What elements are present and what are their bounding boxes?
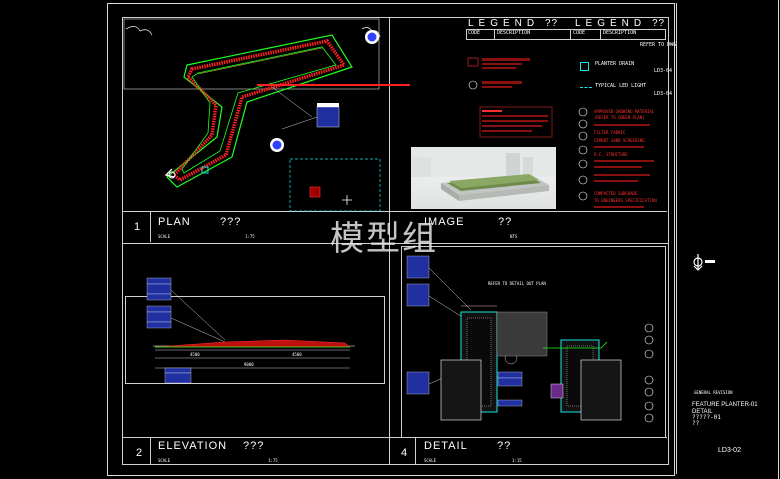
notes-filler bbox=[594, 124, 654, 208]
north-arrow-icon bbox=[693, 254, 715, 271]
watermark-text: 模型组 bbox=[330, 219, 438, 259]
title-bar-sep-1 bbox=[150, 212, 151, 242]
legend-notes-markers bbox=[578, 107, 588, 201]
note-5: R.C. STRUCTURE bbox=[594, 152, 628, 157]
legend-table-header bbox=[466, 29, 666, 40]
note-3: FILTER FABRIC bbox=[594, 130, 626, 135]
drawing-code: ?????-01 bbox=[692, 414, 721, 421]
plan-drawing bbox=[123, 18, 381, 212]
elevation-scale: 1:75 bbox=[268, 458, 278, 463]
elevation-dim-left: 4500 bbox=[190, 352, 200, 357]
legend-desc-header-right: DESCRIPTION bbox=[603, 30, 637, 36]
legend-desc-header-left: DESCRIPTION bbox=[497, 30, 531, 36]
plan-marks: ??? bbox=[220, 216, 242, 228]
legend-header-sep-1 bbox=[494, 29, 495, 39]
panel-grid-top bbox=[122, 17, 669, 244]
title-bar-sep-2 bbox=[150, 438, 151, 464]
panel-divider-vertical-top bbox=[389, 17, 390, 242]
planter-drain-label: PLANTER DRAIN bbox=[595, 61, 635, 67]
legend-code-header-right: CODE bbox=[573, 30, 586, 36]
plan-scale: 1:75 bbox=[245, 234, 255, 239]
drawing-title: FEATURE PLANTER-01 bbox=[692, 402, 758, 408]
right-border bbox=[778, 0, 779, 479]
note-4: CEMENT SAND SCREEDING bbox=[594, 138, 645, 143]
elevation-dim-right: 4500 bbox=[292, 352, 302, 357]
note-6: COMPACTED SUBGRADE bbox=[594, 191, 638, 196]
led-line-symbol bbox=[580, 87, 592, 89]
title-bar-line-top bbox=[122, 211, 667, 212]
note-2: (REFER TO GREEN PLAN) bbox=[594, 115, 645, 120]
elevation-dim-total: 9000 bbox=[244, 362, 254, 367]
elevation-scale-label: SCALE bbox=[158, 458, 171, 463]
sheet-number: LD3-02 bbox=[718, 447, 741, 454]
elevation-frame bbox=[125, 296, 385, 384]
drawing-subtitle: DETAIL bbox=[692, 409, 713, 415]
image-scale: NTS bbox=[510, 234, 518, 239]
title-bar-sep-4 bbox=[415, 438, 416, 464]
note-1: APPROVED GROWING MATERIAL bbox=[594, 109, 655, 114]
refer-to-dwg-label: REFER TO DWG bbox=[640, 42, 677, 48]
typical-led-label: TYPICAL LED LIGHT bbox=[595, 83, 647, 89]
title-strip-divider bbox=[676, 3, 677, 474]
legend-left-items bbox=[467, 57, 553, 138]
plan-scale-label: SCALE bbox=[158, 234, 171, 239]
title-bar-line-bottom bbox=[122, 437, 667, 438]
planter-drain-symbol bbox=[580, 62, 589, 71]
drawing-marks: ?? bbox=[692, 420, 700, 427]
detail-marks: ?? bbox=[497, 440, 512, 452]
elevation-marks: ??? bbox=[243, 440, 265, 452]
legend-title-right: LEGEND bbox=[575, 18, 647, 29]
elevation-title: ELEVATION bbox=[158, 440, 228, 452]
sheet-frame bbox=[107, 3, 675, 476]
legend-title-left: LEGEND bbox=[468, 18, 540, 29]
image-marks: ?? bbox=[498, 216, 513, 228]
detail-scale-label: SCALE bbox=[424, 458, 437, 463]
planter-drain-ref: LD3-04 bbox=[654, 68, 673, 74]
detail-scale: 1:15 bbox=[512, 458, 522, 463]
legend-marks-right: ?? bbox=[652, 18, 666, 29]
panel-bottom-box bbox=[122, 242, 669, 465]
section-cut-line bbox=[257, 84, 410, 86]
general-revision-label: GENERAL REVISION bbox=[694, 390, 733, 395]
panel-divider-vertical-bottom bbox=[389, 242, 390, 464]
plan-title: PLAN bbox=[158, 216, 191, 228]
detail-number: 4 bbox=[401, 447, 409, 459]
detail-drawing bbox=[406, 255, 654, 423]
elevation-drawing bbox=[146, 277, 355, 384]
detail-title: DETAIL bbox=[424, 440, 468, 452]
planter-photo-art bbox=[411, 147, 556, 201]
led-ref: LD3-04 bbox=[654, 91, 673, 97]
legend-marks-left: ?? bbox=[545, 18, 559, 29]
image-title: IMAGE bbox=[424, 216, 465, 228]
detail-frame bbox=[401, 246, 666, 438]
detail-refer-label: REFER TO DETAIL OUT PLAN bbox=[488, 281, 546, 286]
plan-number: 1 bbox=[134, 221, 142, 233]
elevation-number: 2 bbox=[136, 447, 144, 459]
legend-header-sep-3 bbox=[600, 29, 601, 39]
legend-header-sep-2 bbox=[570, 29, 571, 39]
planter-photo bbox=[411, 147, 556, 209]
note-7: TO ENGINEERS SPECIFICATION bbox=[594, 198, 657, 203]
legend-code-header-left: CODE bbox=[468, 30, 481, 36]
